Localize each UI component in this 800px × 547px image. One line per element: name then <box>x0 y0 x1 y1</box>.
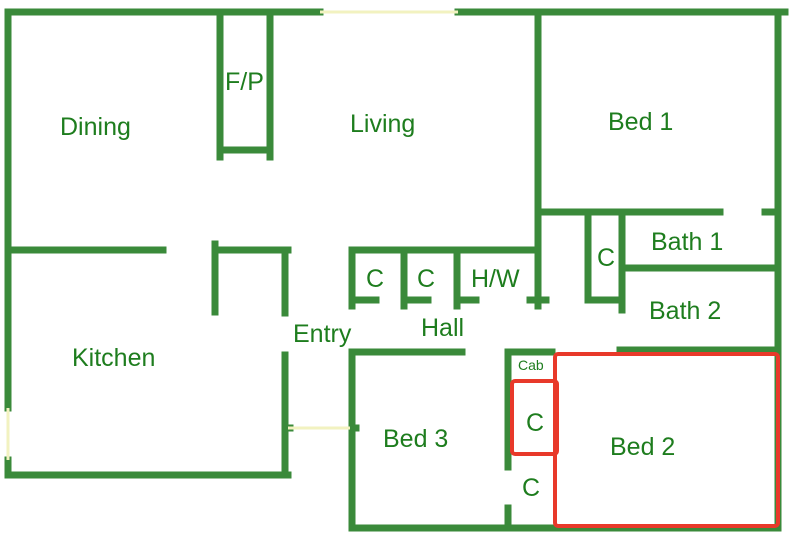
room-label-cabinet: Cab <box>518 357 544 373</box>
room-label-bed2: Bed 2 <box>610 433 676 461</box>
walls <box>4 8 789 532</box>
highlight-outline <box>510 379 559 456</box>
room-label-closet-2: C <box>417 265 436 293</box>
room-label-living: Living <box>350 110 416 138</box>
room-label-dining: Dining <box>60 113 131 141</box>
room-label-closet-1: C <box>366 265 385 293</box>
room-label-bath2: Bath 2 <box>649 297 722 325</box>
room-label-bed3: Bed 3 <box>383 425 449 453</box>
room-label-kitchen: Kitchen <box>72 344 156 372</box>
room-label-closet-bed3: C <box>522 474 541 502</box>
room-label-closet-bed2: C <box>526 409 545 437</box>
room-label-hall: Hall <box>421 314 465 342</box>
room-label-fireplace: F/P <box>225 68 264 96</box>
openings <box>6 10 458 460</box>
room-label-entry: Entry <box>293 320 352 348</box>
highlights <box>510 352 780 528</box>
room-label-hot-water: H/W <box>471 265 520 293</box>
room-label-closet-bath: C <box>597 244 616 272</box>
room-label-bed1: Bed 1 <box>608 108 674 136</box>
room-label-bath1: Bath 1 <box>651 228 724 256</box>
